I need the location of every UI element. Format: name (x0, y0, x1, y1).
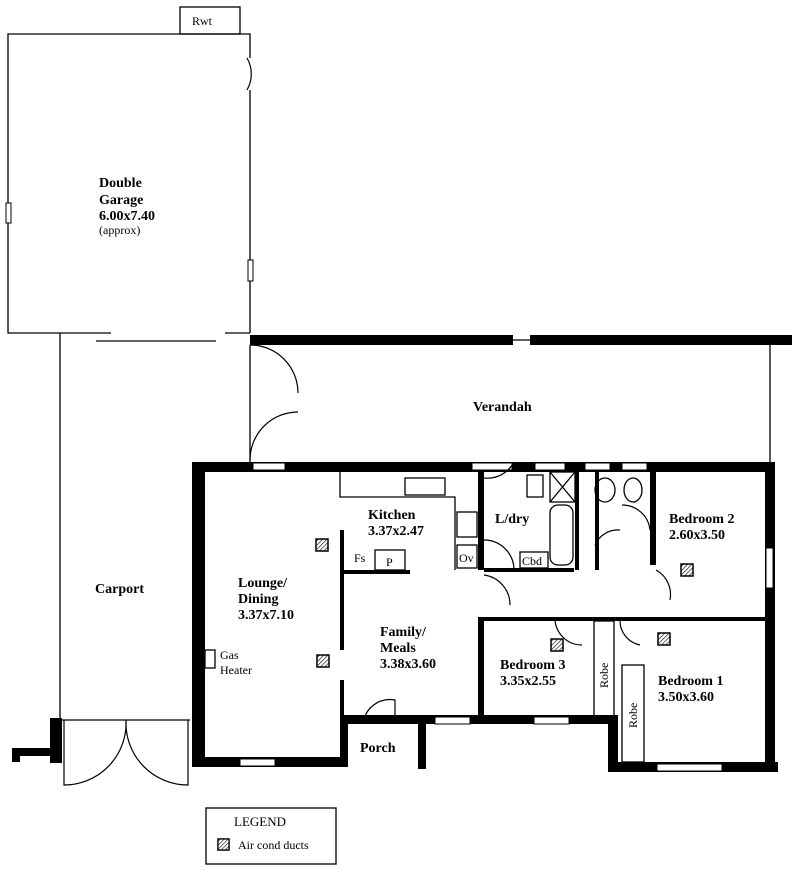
pantry (374, 549, 406, 571)
family-size: 3.38x3.60 (380, 657, 436, 672)
cooktop (456, 511, 478, 538)
lounge-label: Dining (238, 592, 278, 607)
carport-gates (63, 719, 189, 786)
pantry-label: P (386, 555, 393, 569)
verandah-label: Verandah (473, 400, 532, 415)
bedroom3-size: 3.35x2.55 (500, 674, 556, 689)
oven (456, 544, 478, 569)
cupboard (519, 551, 549, 569)
bedroom3-label: Bedroom 3 (500, 658, 565, 673)
kitchen-size: 3.37x2.47 (368, 524, 424, 539)
gas-heater-label: Heater (220, 663, 252, 677)
hatched-square-icon (217, 838, 230, 851)
window (5, 202, 12, 224)
bath (549, 504, 574, 566)
hatched-square-icon (550, 638, 564, 652)
fridge-space-label: Fs (354, 551, 366, 565)
garage-side-door (246, 57, 252, 91)
cupboard-label: Cbd (522, 554, 542, 568)
room-labels: Rwt Double Garage 6.00x7.40 (approx) Ver… (95, 14, 734, 756)
bedroom2-size: 2.60x3.50 (669, 528, 725, 543)
hatched-square-icon (316, 654, 330, 668)
kitchen-label: Kitchen (368, 508, 416, 523)
hatched-square-icon (315, 538, 329, 552)
trough (526, 474, 544, 498)
house-walls (192, 461, 778, 772)
verandah-carport (12, 333, 792, 786)
robe-label: Robe (626, 703, 640, 728)
robe-bed3 (593, 620, 615, 717)
family-label: Meals (380, 641, 416, 656)
legend-title: LEGEND (234, 814, 286, 829)
oven-label: Ov (459, 551, 474, 565)
laundry-label: L/dry (495, 512, 529, 527)
hatched-square-icon (680, 563, 694, 577)
carport-label: Carport (95, 582, 144, 597)
garage-label: Double (99, 176, 142, 191)
bedroom1-size: 3.50x3.60 (658, 690, 714, 705)
gas-heater-label: Gas (220, 648, 239, 662)
bedroom2-label: Bedroom 2 (669, 512, 734, 527)
garage (5, 6, 254, 342)
lounge-size: 3.37x7.10 (238, 608, 294, 623)
toilet (594, 477, 616, 503)
porch-label: Porch (360, 741, 396, 756)
verandah-doors (249, 344, 299, 461)
garage-note: (approx) (99, 223, 140, 237)
robe-bed1 (621, 664, 645, 763)
toilet (623, 477, 643, 503)
lounge-label: Lounge/ (238, 576, 288, 591)
hatched-square-icon (657, 632, 671, 646)
sink (404, 477, 446, 496)
garage-label: Garage (99, 193, 143, 208)
gas-heater (204, 649, 216, 669)
legend: LEGEND Air cond ducts (205, 807, 337, 865)
air-cond-ducts (315, 538, 694, 668)
window (247, 259, 254, 282)
shower (549, 471, 576, 503)
legend-item-label: Air cond ducts (238, 838, 309, 852)
garage-size: 6.00x7.40 (99, 209, 155, 224)
bedroom1-label: Bedroom 1 (658, 674, 723, 689)
rwt-label: Rwt (192, 14, 213, 28)
robe-label: Robe (597, 663, 611, 688)
family-label: Family/ (380, 625, 427, 640)
